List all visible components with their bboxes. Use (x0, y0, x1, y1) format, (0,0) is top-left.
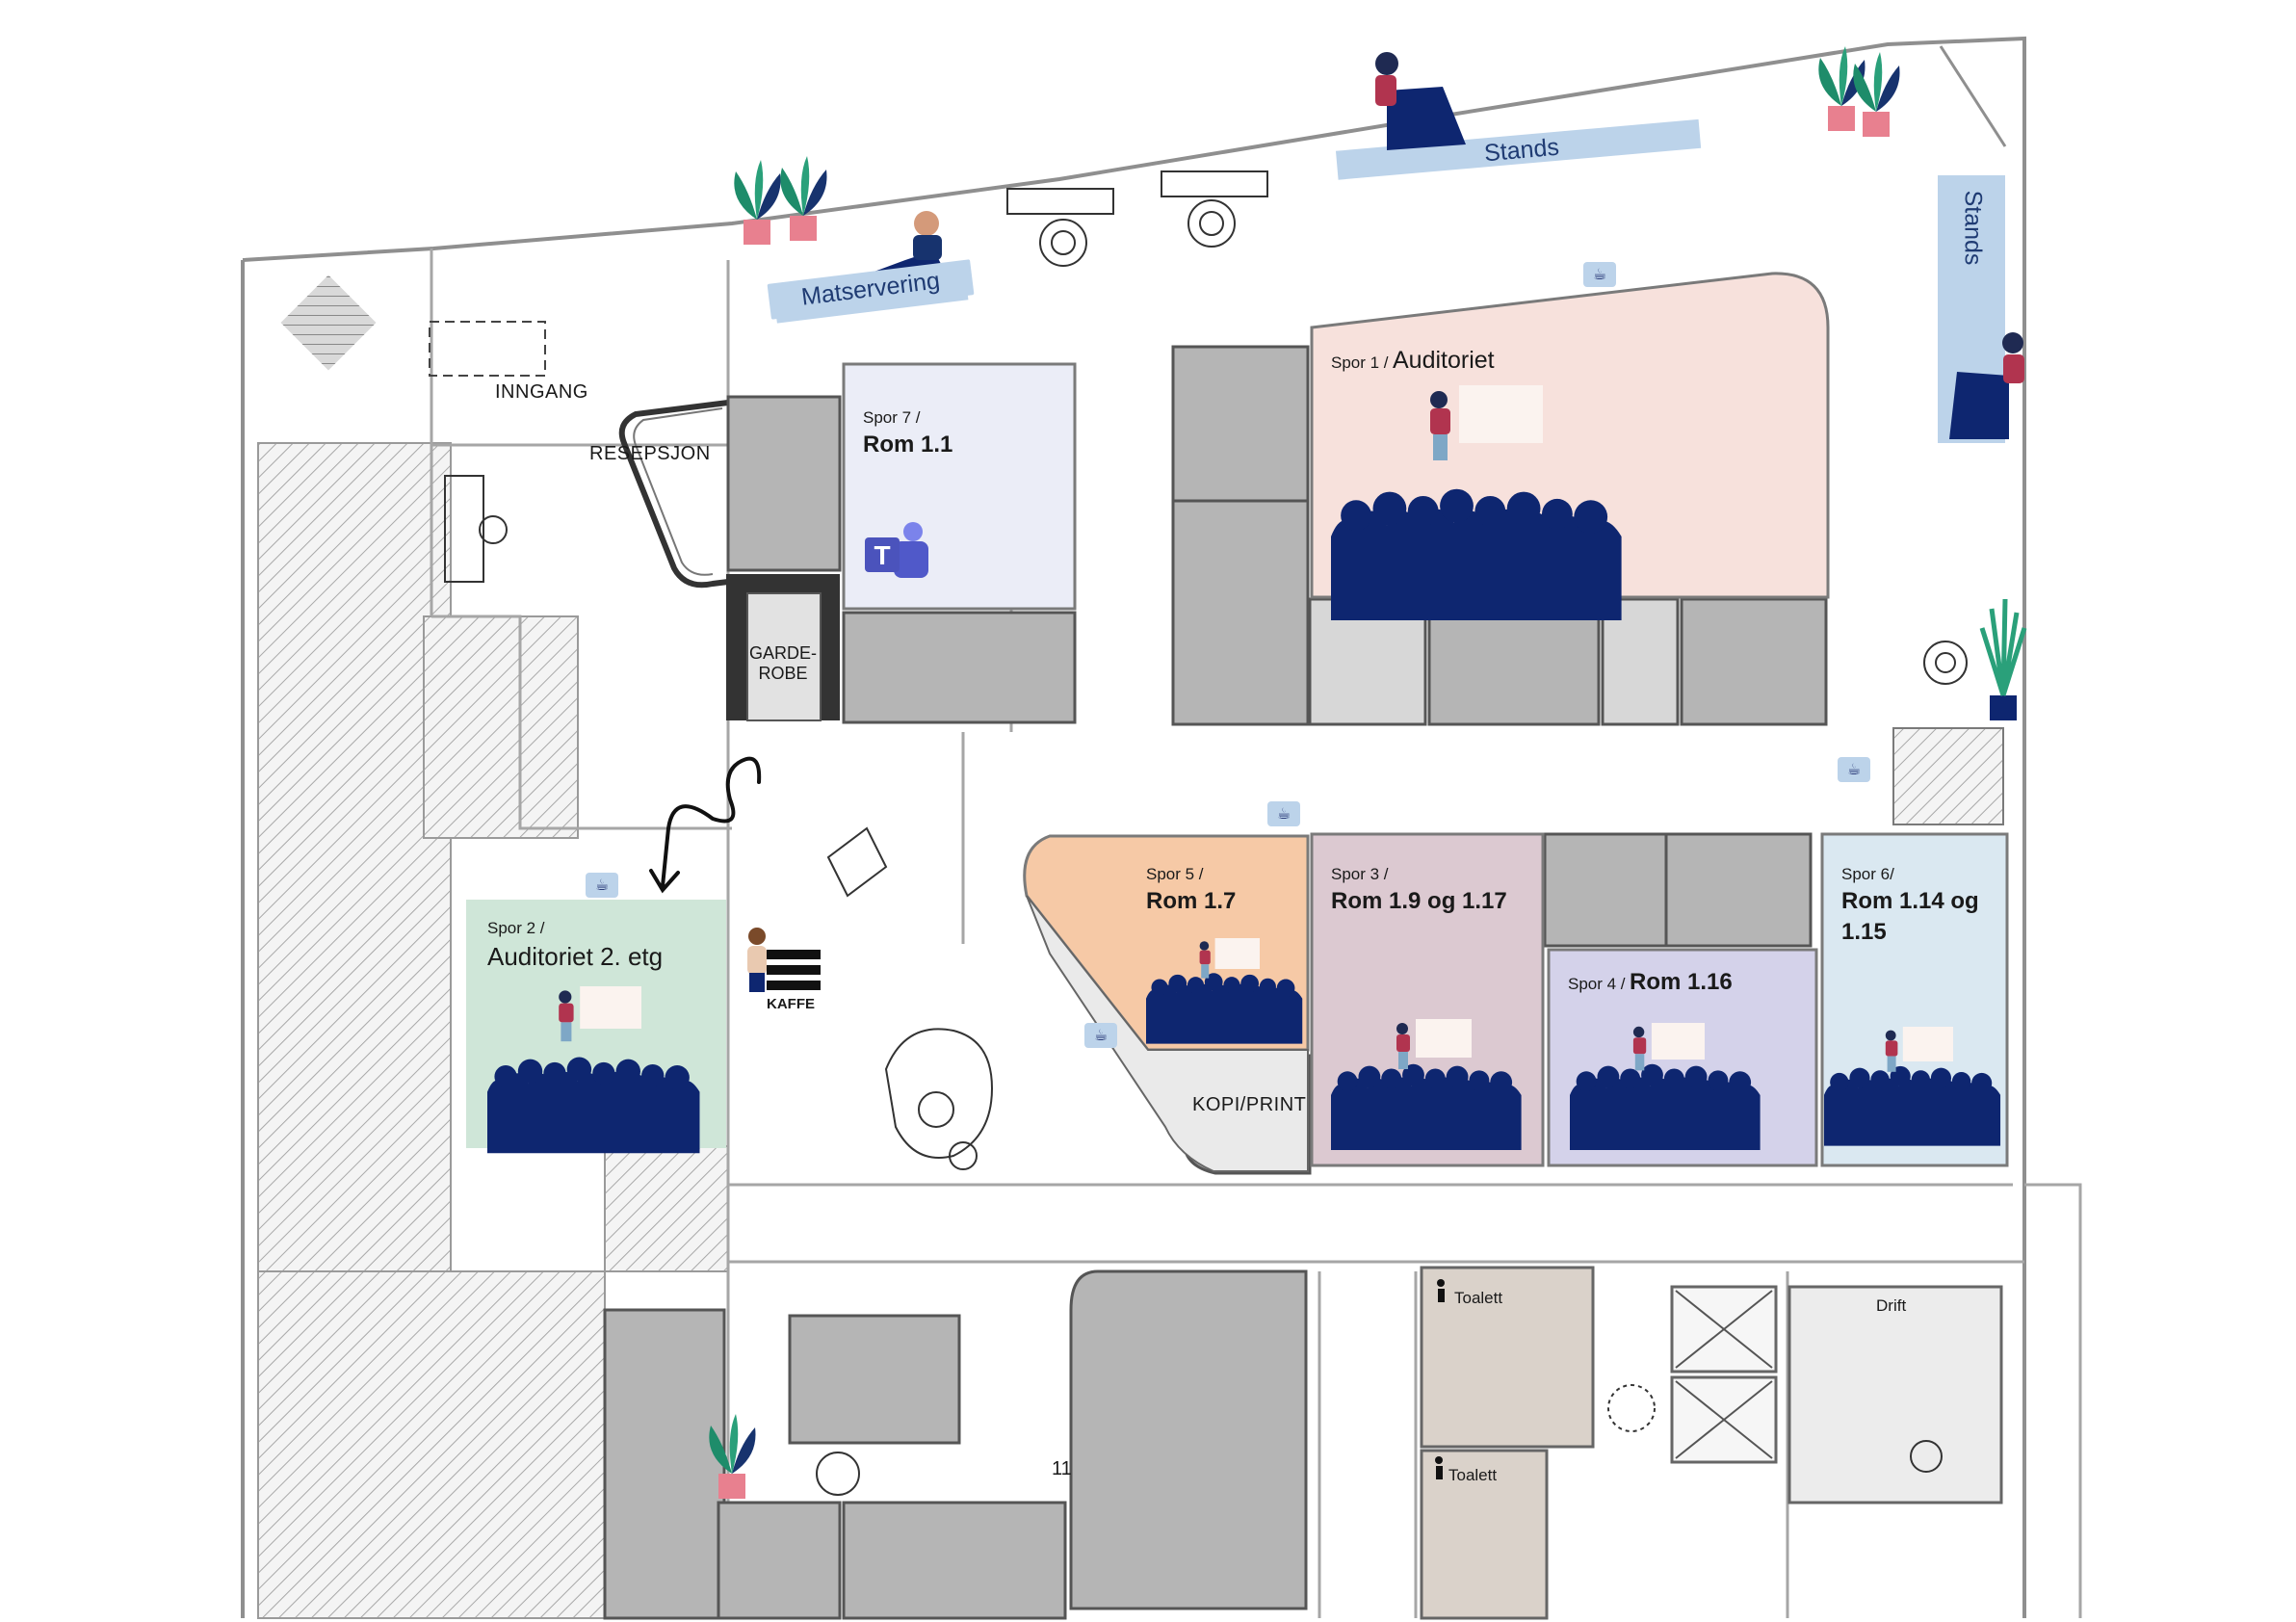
plant-side-right (1979, 598, 2027, 720)
spor2-track: Spor 2 / (487, 919, 545, 937)
coffee-cup-icon[interactable]: ☕ (586, 873, 618, 898)
hatched-corridor (423, 615, 579, 839)
garderobe-line1: GARDE- (749, 643, 818, 663)
room-label-spor3: Spor 3 / Rom 1.9 og 1.17 (1331, 865, 1507, 915)
coffee-cup-icon[interactable]: ☕ (1267, 801, 1300, 826)
spor2-name: Auditoriet 2. etg (487, 942, 664, 971)
room-label-spor6: Spor 6/ Rom 1.14 og 1.15 (1841, 865, 1979, 946)
hatched-area-bottom (257, 1270, 606, 1619)
audience-spor2 (487, 1057, 700, 1154)
audience-spor4 (1570, 1063, 1761, 1150)
garderobe-line2: ROBE (758, 664, 808, 683)
stair-top-left (280, 275, 377, 371)
kopi-print-area (1026, 895, 1309, 1172)
room-label-spor2: Spor 2 / Auditoriet 2. etg (487, 919, 663, 972)
room-label-spor7: Spor 7 / Rom 1.1 (863, 408, 952, 458)
kopi-print-label: KOPI/PRINT (1192, 1094, 1307, 1115)
drift-label: Drift (1876, 1296, 1907, 1315)
coffee-cup-icon[interactable]: ☕ (1838, 757, 1870, 782)
spor6-name-line2: 1.15 (1841, 919, 1887, 945)
kaffe-label: KAFFE (767, 996, 815, 1012)
spor6-name: Rom 1.14 og (1841, 888, 1979, 914)
coffee-cup-icon[interactable]: ☕ (1084, 1023, 1117, 1048)
person-toilet-icon (1435, 1279, 1445, 1479)
spor5-track: Spor 5 / (1146, 865, 1204, 883)
stands-bar-top (1335, 118, 1702, 180)
stand-desk-top (1375, 52, 1466, 150)
audience-spor3 (1331, 1063, 1522, 1150)
spor7-name: Rom 1.1 (863, 432, 953, 458)
plant-top-right-2 (1853, 52, 1900, 137)
kaffe-person (747, 928, 767, 992)
building-outline (241, 36, 2026, 1618)
lounge-furniture (444, 170, 1968, 1496)
spor3-track: Spor 3 / (1331, 865, 1389, 883)
reception-desk (618, 400, 729, 589)
stand-desk-side (1949, 332, 2024, 439)
inngang-label: INNGANG (495, 381, 588, 403)
entrance-mat (429, 321, 546, 377)
audience-spor6 (1824, 1065, 2001, 1146)
coffee-cup-icon[interactable]: ☕ (1583, 262, 1616, 287)
hatched-stair-right (1892, 727, 2004, 825)
spor5-name: Rom 1.7 (1146, 888, 1237, 914)
room-number-label: 11 (1052, 1458, 1072, 1479)
toalett-label-1: Toalett (1454, 1289, 1503, 1307)
hatched-mid (604, 1145, 729, 1272)
svg-text:T: T (874, 540, 890, 570)
plant-top-left-2 (780, 156, 827, 241)
hatched-area-left (257, 442, 452, 1272)
spor3-name: Rom 1.9 og 1.17 (1331, 888, 1507, 914)
kaffe-logo-icon (767, 950, 821, 990)
room-label-spor4: Spor 4 / Rom 1.16 (1568, 969, 1733, 996)
teams-logo-icon: T (865, 522, 928, 578)
spor6-track: Spor 6/ (1841, 865, 1894, 883)
utility-rooms (1420, 1266, 2003, 1620)
resepsjon-label: RESEPSJON (589, 443, 711, 464)
spor1-track: Spor 1 / (1331, 353, 1389, 372)
audience-spor5 (1146, 973, 1303, 1044)
audience-spor1 (1331, 488, 1622, 620)
spor1-name: Auditoriet (1393, 347, 1495, 374)
room-label-spor1: Spor 1 / Auditoriet (1331, 347, 1495, 375)
spor7-track: Spor 7 / (863, 408, 921, 427)
stands-badge-side: Stands (1959, 190, 1987, 266)
spor4-track: Spor 4 / (1568, 975, 1626, 993)
garderobe-label: GARDE- ROBE (749, 643, 817, 684)
curly-arrow-icon (649, 756, 762, 894)
room-label-spor5: Spor 5 / Rom 1.7 (1146, 865, 1236, 915)
toalett-label-2: Toalett (1448, 1466, 1498, 1484)
spor4-name: Rom 1.16 (1630, 969, 1733, 995)
spiral-stair (826, 826, 994, 1170)
plant-top-left-1 (734, 160, 781, 245)
garderobe-room (746, 592, 822, 721)
